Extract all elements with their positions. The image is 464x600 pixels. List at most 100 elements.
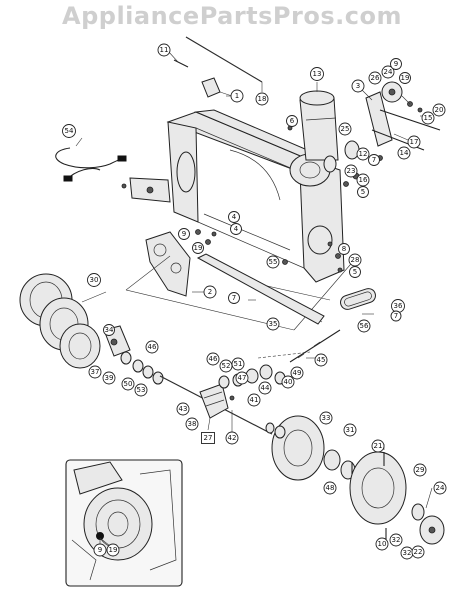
part-callout-5[interactable]: 5 — [357, 186, 369, 198]
svg-text:22: 22 — [414, 548, 423, 556]
detail-inset — [65, 459, 183, 587]
svg-text:19: 19 — [109, 546, 118, 554]
part-callout-7c[interactable]: 7 — [390, 310, 402, 322]
part-callout-24b[interactable]: 24 — [433, 481, 447, 495]
svg-text:53: 53 — [137, 386, 146, 394]
part-callout-25[interactable]: 25 — [338, 122, 352, 136]
part-callout-19c[interactable]: 19 — [106, 543, 120, 557]
part-callout-50[interactable]: 50 — [121, 377, 135, 391]
part-callout-40[interactable]: 40 — [281, 375, 295, 389]
part-callout-17[interactable]: 17 — [407, 135, 421, 149]
part-callout-3[interactable]: 3 — [351, 79, 365, 93]
part-callout-12[interactable]: 12 — [356, 147, 370, 161]
part-callout-47[interactable]: 47 — [235, 371, 249, 385]
part-callout-56[interactable]: 56 — [357, 319, 371, 333]
svg-text:16: 16 — [359, 176, 368, 184]
svg-text:14: 14 — [400, 149, 409, 157]
part-callout-55[interactable]: 55 — [266, 255, 280, 269]
part-callout-13[interactable]: 13 — [310, 67, 324, 81]
svg-text:36: 36 — [394, 302, 403, 310]
part-callout-15[interactable]: 15 — [421, 111, 435, 125]
part-callout-11[interactable]: 11 — [157, 43, 171, 57]
part-callout-4b[interactable]: 4 — [230, 223, 242, 235]
part-callout-29[interactable]: 29 — [413, 463, 427, 477]
part-callout-36[interactable]: 36 — [391, 299, 405, 313]
svg-text:9: 9 — [182, 230, 186, 238]
svg-text:19: 19 — [401, 74, 410, 82]
svg-text:7: 7 — [232, 294, 236, 302]
part-callout-23[interactable]: 23 — [344, 164, 358, 178]
part-callout-46a[interactable]: 46 — [145, 340, 159, 354]
part-callout-30[interactable]: 30 — [87, 273, 101, 287]
part-callout-21[interactable]: 21 — [371, 439, 385, 453]
part-callout-19[interactable]: 19 — [399, 72, 411, 84]
part-callout-5b[interactable]: 5 — [349, 266, 361, 278]
part-callout-18[interactable]: 18 — [255, 92, 269, 106]
svg-text:54: 54 — [65, 127, 74, 135]
callout-badges: 11 1 18 13 3 26 24 9 19 20 15 6 25 12 14… — [62, 43, 447, 560]
part-callout-7b[interactable]: 7 — [228, 292, 240, 304]
svg-text:2: 2 — [208, 288, 212, 296]
svg-text:32: 32 — [392, 536, 401, 544]
part-callout-51[interactable]: 51 — [231, 357, 245, 371]
part-callout-34[interactable]: 34 — [103, 324, 115, 336]
part-callout-43[interactable]: 43 — [176, 402, 190, 416]
part-callout-9c[interactable]: 9 — [93, 543, 107, 557]
svg-text:5: 5 — [353, 268, 357, 276]
svg-text:39: 39 — [105, 374, 114, 382]
part-callout-9b[interactable]: 9 — [178, 228, 190, 240]
part-callout-39[interactable]: 39 — [102, 371, 116, 385]
part-callout-52[interactable]: 52 — [219, 359, 233, 373]
part-callout-6[interactable]: 6 — [286, 115, 298, 127]
part-callout-31[interactable]: 31 — [343, 423, 357, 437]
svg-text:43: 43 — [179, 405, 188, 413]
part-callout-42[interactable]: 42 — [225, 431, 239, 445]
idler-assembly — [287, 125, 383, 187]
svg-text:5: 5 — [361, 188, 365, 196]
svg-text:52: 52 — [222, 362, 231, 370]
part-callout-32b[interactable]: 32 — [400, 546, 414, 560]
svg-text:7: 7 — [394, 312, 398, 320]
part-callout-8[interactable]: 8 — [338, 243, 350, 255]
svg-text:33: 33 — [322, 414, 331, 422]
part-callout-38[interactable]: 38 — [185, 417, 199, 431]
part-callout-28[interactable]: 28 — [348, 253, 362, 267]
svg-text:20: 20 — [435, 106, 444, 114]
part-callout-10[interactable]: 10 — [375, 537, 389, 551]
part-callout-49[interactable]: 49 — [290, 366, 304, 380]
part-callout-1[interactable]: 1 — [230, 89, 244, 103]
part-callout-54[interactable]: 54 — [62, 124, 76, 138]
part-callout-45[interactable]: 45 — [314, 353, 328, 367]
svg-text:4: 4 — [232, 213, 237, 221]
right-auger-spiral — [265, 415, 445, 545]
part-callout-16[interactable]: 16 — [356, 173, 370, 187]
part-callout-46b[interactable]: 46 — [206, 352, 220, 366]
part-callout-22[interactable]: 22 — [411, 545, 425, 559]
part-callout-53[interactable]: 53 — [134, 383, 148, 397]
svg-text:29: 29 — [416, 466, 425, 474]
part-callout-26[interactable]: 26 — [368, 71, 382, 85]
part-callout-14[interactable]: 14 — [397, 146, 411, 160]
part-callout-32a[interactable]: 32 — [389, 533, 403, 547]
part-callout-4a[interactable]: 4 — [228, 211, 240, 223]
part-callout-19b[interactable]: 19 — [192, 242, 204, 254]
svg-text:32: 32 — [403, 549, 412, 557]
part-callout-24[interactable]: 24 — [381, 65, 395, 79]
svg-text:10: 10 — [378, 540, 387, 548]
part-callout-7[interactable]: 7 — [368, 154, 380, 166]
part-callout-2[interactable]: 2 — [203, 285, 217, 299]
svg-text:48: 48 — [326, 484, 335, 492]
part-callout-9[interactable]: 9 — [390, 58, 402, 70]
part-callout-33[interactable]: 33 — [319, 411, 333, 425]
site-watermark: AppliancePartsPros.com — [62, 2, 402, 30]
svg-text:38: 38 — [188, 420, 197, 428]
part-callout-27[interactable]: 27 — [201, 432, 215, 444]
part-callout-41[interactable]: 41 — [247, 393, 261, 407]
svg-text:18: 18 — [258, 95, 267, 103]
part-callout-20[interactable]: 20 — [432, 103, 446, 117]
part-callout-35[interactable]: 35 — [266, 317, 280, 331]
part-callout-37[interactable]: 37 — [88, 365, 102, 379]
part-callout-48[interactable]: 48 — [323, 481, 337, 495]
svg-text:6: 6 — [290, 117, 295, 125]
part-callout-44[interactable]: 44 — [258, 381, 272, 395]
